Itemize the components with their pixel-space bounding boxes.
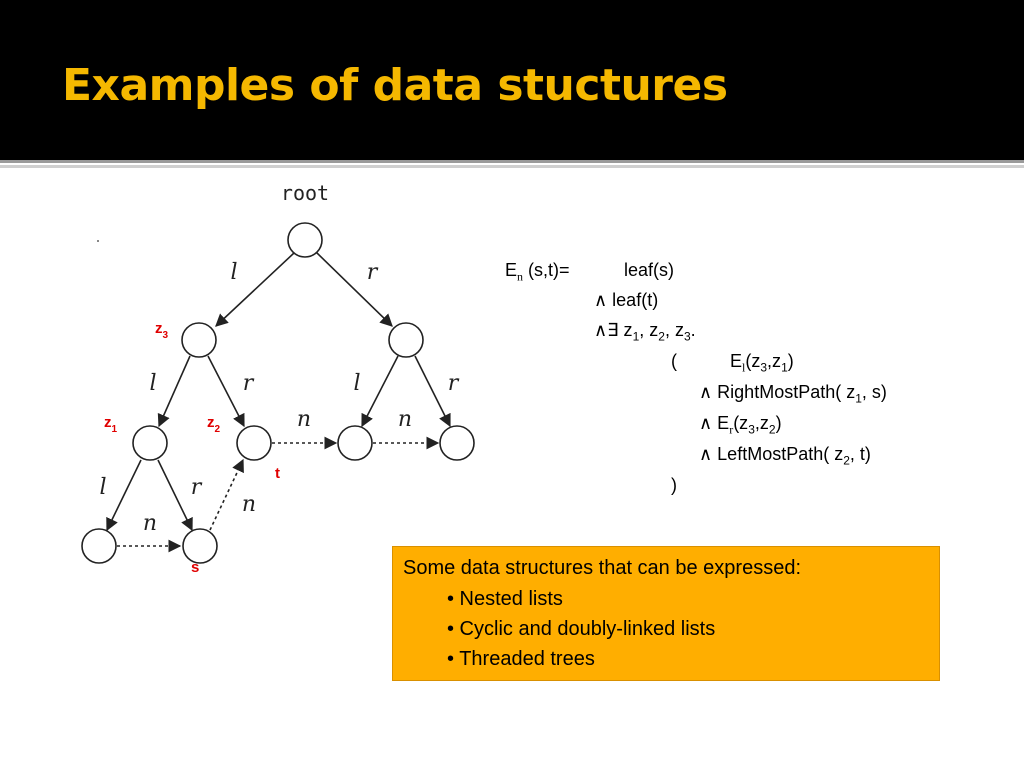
- edge-label-l: l: [149, 371, 156, 396]
- node-label-s: s: [191, 559, 199, 576]
- formula-leaf-s: leaf(s): [624, 260, 675, 280]
- edge-label-r: r: [191, 475, 203, 500]
- tree-node-rr: [439, 425, 475, 461]
- node-label-z2: z2: [207, 414, 221, 435]
- formula-line-2: ∧ leaf(t): [594, 290, 659, 310]
- root-label: root: [281, 181, 329, 205]
- tree-node-leaf: [81, 528, 117, 564]
- edge-right-right: [414, 355, 451, 428]
- tree-node-root: [287, 222, 323, 258]
- node-label-t: t: [275, 465, 280, 482]
- edge-z3-z2: [207, 355, 245, 428]
- edge-label-r: r: [367, 260, 379, 285]
- node-label-z1: z1: [104, 414, 118, 435]
- title-bar: [0, 0, 1024, 160]
- divider-line-light: [0, 165, 1024, 168]
- edge-z3-z1: [157, 355, 191, 428]
- node-label-z3: z3: [155, 320, 169, 341]
- edge-label-n: n: [398, 407, 412, 432]
- edge-label-l: l: [230, 260, 237, 285]
- edge-z1-s: [157, 459, 193, 532]
- tree-node-right: [388, 322, 424, 358]
- divider-line: [0, 160, 1024, 163]
- list-item: • Threaded trees: [447, 648, 595, 670]
- edge-label-l: l: [353, 371, 360, 396]
- edge-root-right: [316, 252, 393, 327]
- formula-open-paren: (: [671, 351, 677, 371]
- edge-z1-left: [106, 459, 142, 532]
- tree-node-z1: [132, 425, 168, 461]
- info-box: Some data structures that can be express…: [392, 546, 940, 681]
- edge-right-left: [361, 355, 399, 428]
- tree-node-s: [182, 528, 218, 564]
- edge-s-t: [209, 458, 244, 531]
- slide-title: Examples of data stuctures: [62, 60, 728, 111]
- formula-line-7: ∧ LeftMostPath( z2, t): [699, 444, 871, 468]
- formula-line-3: ∧∃ z1, z2, z3.: [594, 320, 696, 344]
- edge-label-n: n: [297, 407, 311, 432]
- formula-close-paren: ): [671, 475, 677, 495]
- edge-root-left: [215, 252, 295, 327]
- edge-label-n: n: [242, 492, 256, 517]
- formula-line-5: ∧ RightMostPath( z1, s): [699, 382, 887, 406]
- formula-line-6: ∧ Er(z3,z2): [699, 413, 782, 437]
- formula-line-1: En (s,t)=: [505, 260, 570, 284]
- tree-node-z2: [236, 425, 272, 461]
- list-item: • Nested lists: [447, 588, 563, 610]
- stray-dot: [97, 240, 99, 242]
- edge-label-r: r: [243, 371, 255, 396]
- formula-line-4: El(z3,z1): [730, 351, 794, 375]
- tree-diagram: root l r l r l r l r n n n n z3 z1 z2 t …: [81, 181, 475, 576]
- tree-node-rl: [337, 425, 373, 461]
- list-item: • Cyclic and doubly-linked lists: [447, 618, 716, 640]
- tree-node-z3: [181, 322, 217, 358]
- edge-label-l: l: [99, 475, 106, 500]
- edge-label-r: r: [448, 371, 460, 396]
- info-box-heading: Some data structures that can be express…: [403, 557, 801, 579]
- edge-label-n: n: [143, 511, 157, 536]
